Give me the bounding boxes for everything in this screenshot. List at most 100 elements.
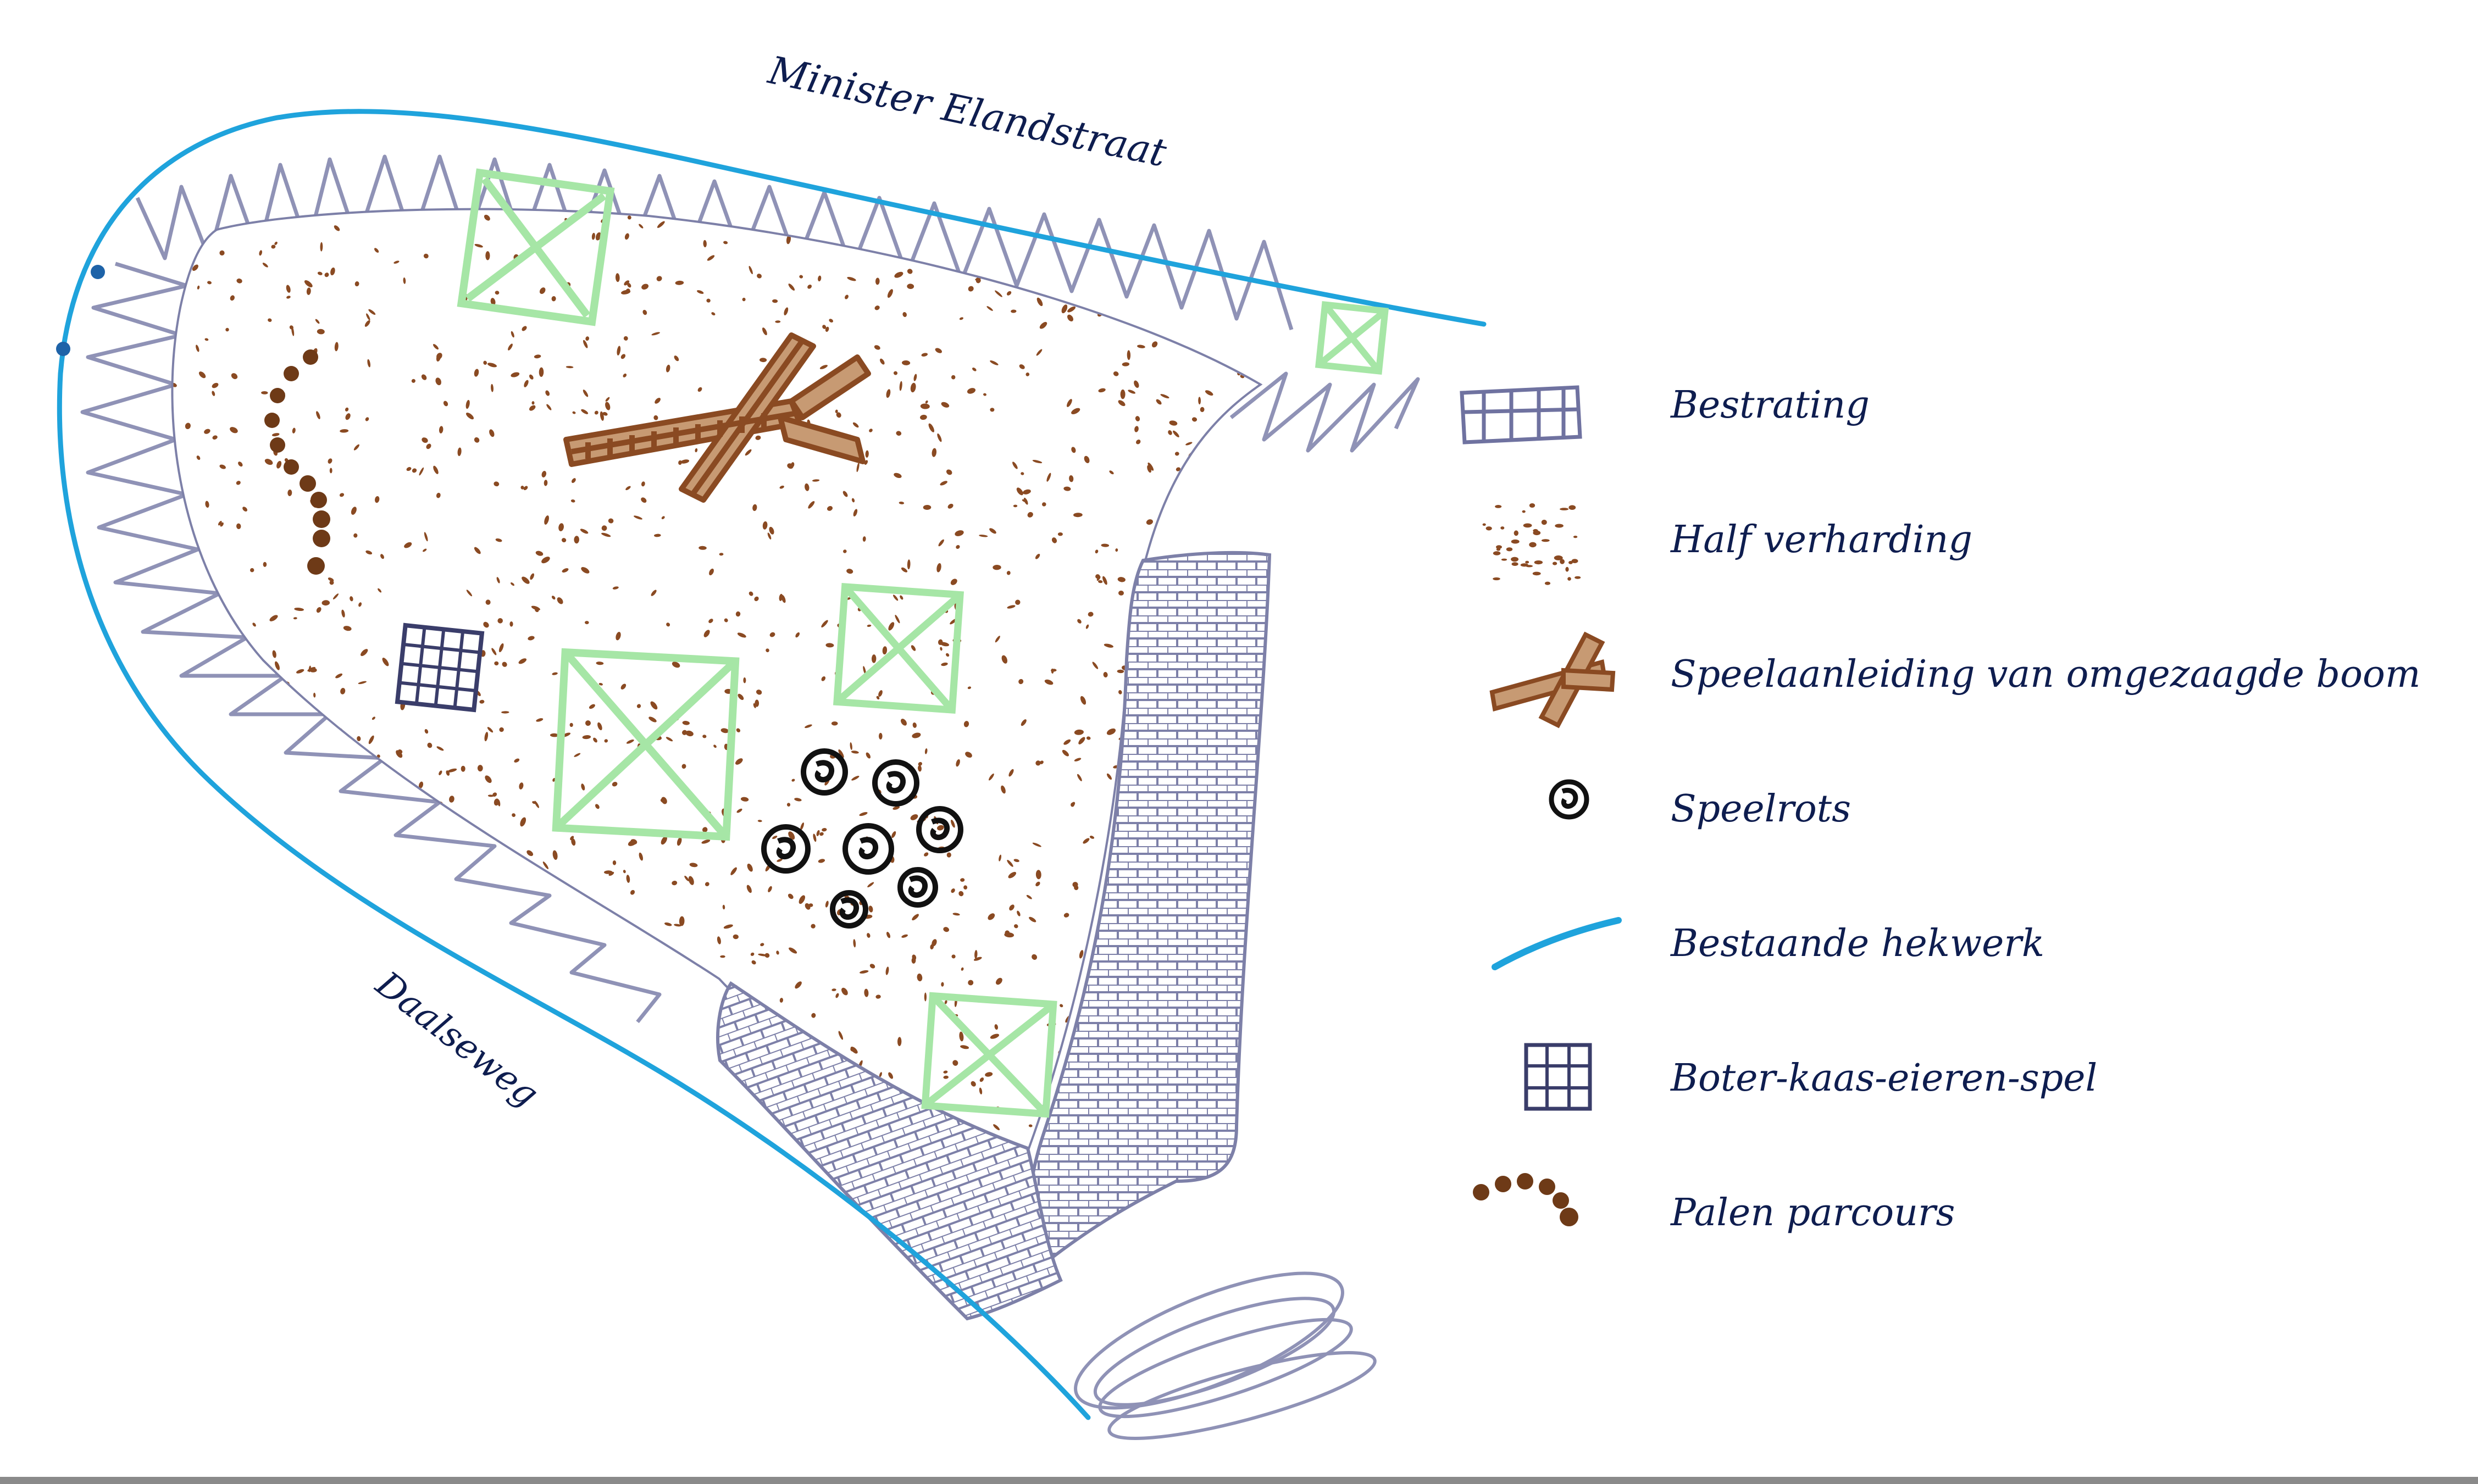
speck: [1568, 505, 1576, 510]
speck: [1106, 728, 1116, 735]
speck: [341, 1049, 346, 1055]
speck: [894, 473, 902, 479]
legend: Bestrating Half verharding Speelaanleidi…: [1460, 383, 2420, 1235]
speck: [193, 1161, 201, 1166]
tree-square: [1315, 301, 1389, 375]
speck: [788, 284, 795, 291]
speck: [1060, 1004, 1063, 1008]
speck: [865, 450, 869, 458]
speck: [340, 688, 346, 694]
speck: [1573, 536, 1578, 538]
speck: [530, 573, 535, 580]
speck: [526, 850, 534, 857]
speck: [316, 411, 320, 419]
speck: [236, 903, 241, 911]
speck: [485, 775, 492, 783]
speck: [648, 716, 657, 722]
speck: [907, 284, 914, 290]
speck: [772, 835, 778, 840]
speck: [340, 940, 346, 946]
speck: [639, 224, 644, 229]
speck: [713, 744, 717, 748]
speck: [541, 471, 547, 477]
pole: [270, 437, 285, 453]
speck: [1007, 859, 1013, 867]
speck: [1286, 711, 1295, 721]
speck: [485, 1132, 491, 1138]
speck: [767, 532, 772, 540]
speck: [439, 770, 442, 775]
speck: [180, 1041, 188, 1048]
speck: [1251, 1057, 1259, 1065]
speck: [847, 276, 856, 281]
speck: [174, 729, 178, 732]
speck: [920, 414, 927, 420]
speck: [1039, 321, 1047, 329]
speck: [895, 615, 900, 624]
speck: [760, 358, 767, 363]
speck: [294, 607, 304, 612]
speck: [306, 287, 311, 295]
speck: [390, 855, 395, 860]
speck: [309, 1044, 317, 1051]
speck: [546, 404, 552, 410]
speck: [286, 285, 291, 293]
speck: [1118, 690, 1122, 694]
speck: [648, 1020, 655, 1027]
speck: [758, 953, 767, 957]
speck: [494, 798, 500, 806]
speck: [1534, 560, 1543, 565]
speck: [776, 951, 779, 955]
speck: [664, 922, 672, 926]
speck: [173, 382, 177, 387]
speck: [572, 411, 576, 414]
speck: [1067, 314, 1074, 322]
speck: [562, 568, 569, 573]
speck: [217, 796, 221, 802]
pole: [303, 349, 318, 365]
speck: [794, 798, 802, 802]
speck: [207, 281, 212, 285]
speck: [269, 615, 278, 621]
speck: [539, 287, 546, 294]
speck: [789, 947, 797, 954]
speck: [247, 766, 250, 770]
speck: [655, 398, 661, 404]
speck: [880, 358, 885, 365]
speck: [779, 485, 784, 489]
speck: [528, 636, 535, 641]
speck: [315, 319, 320, 324]
speck: [753, 703, 756, 708]
speck: [570, 499, 575, 503]
speck: [1270, 986, 1276, 991]
speck: [835, 409, 838, 413]
speck: [1017, 910, 1021, 916]
speck: [450, 903, 454, 909]
speck: [722, 904, 725, 910]
speck: [1511, 557, 1519, 562]
speck: [1511, 562, 1518, 566]
speck: [557, 969, 563, 976]
speck: [719, 553, 724, 556]
speck: [920, 403, 930, 409]
speck: [165, 1164, 169, 1171]
speck: [786, 803, 791, 807]
speck: [666, 364, 670, 373]
speck: [353, 904, 359, 910]
speck: [697, 387, 702, 392]
speck: [366, 313, 370, 321]
speck: [380, 554, 384, 559]
speck: [286, 996, 291, 1001]
speck: [214, 1002, 221, 1011]
speck: [923, 504, 932, 510]
speck: [197, 285, 200, 290]
speck: [212, 382, 219, 388]
speck: [1106, 773, 1112, 780]
speck: [544, 515, 549, 525]
speck: [1198, 397, 1201, 405]
speck: [1071, 802, 1074, 807]
speck: [924, 992, 927, 1002]
speck: [879, 732, 883, 740]
speck: [346, 1018, 351, 1026]
tic-tac-toe-field: [395, 622, 485, 713]
